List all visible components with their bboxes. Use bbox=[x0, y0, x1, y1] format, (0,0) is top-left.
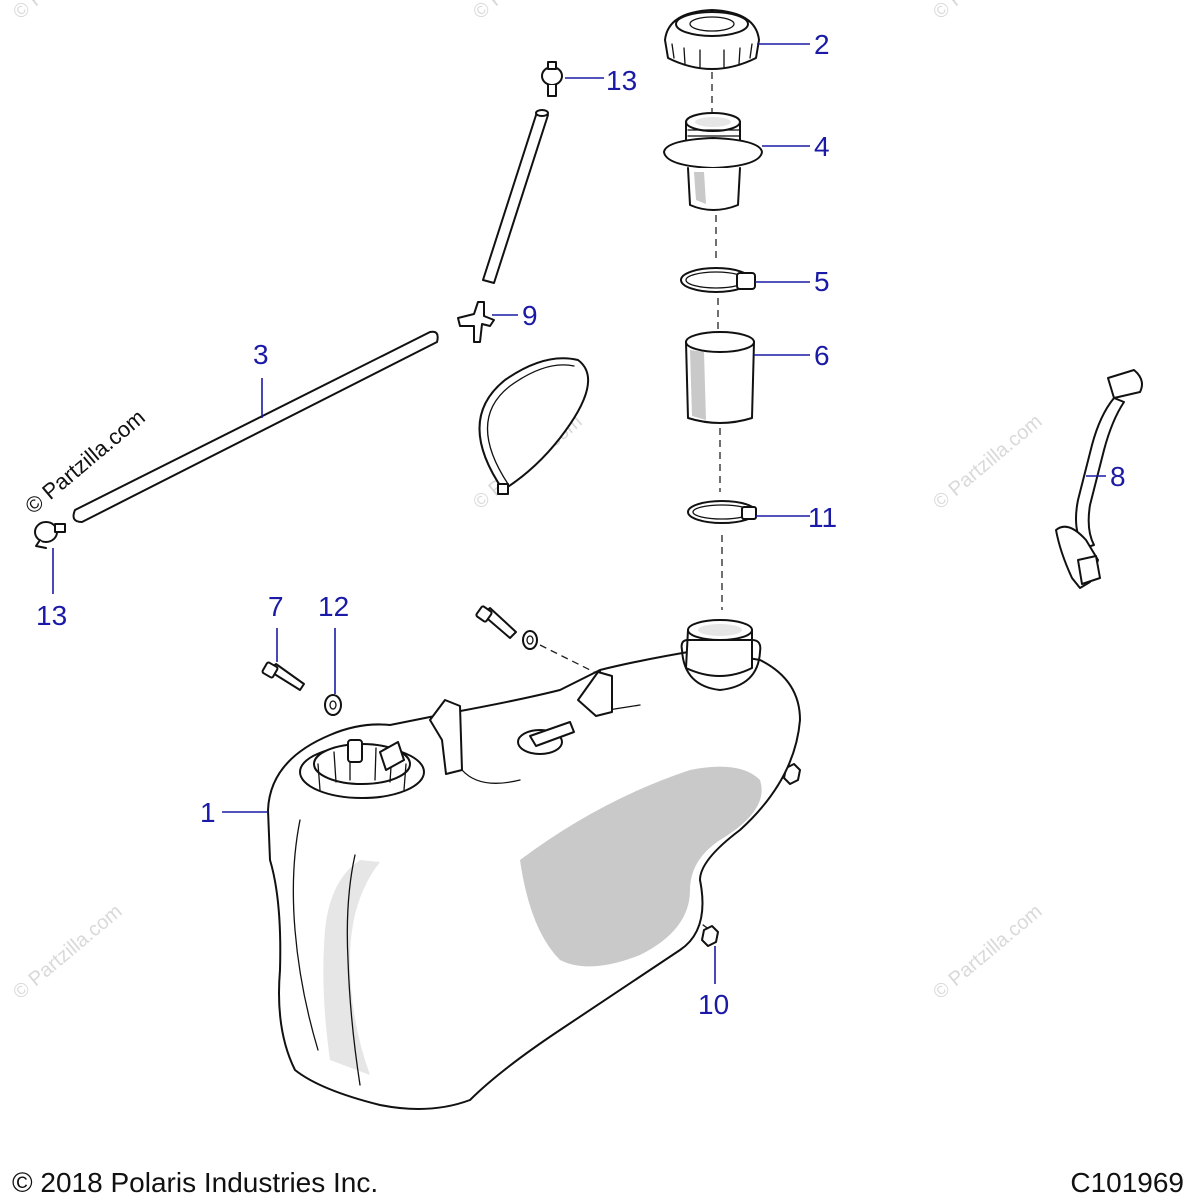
watermark-main: © Partzilla.com bbox=[20, 404, 150, 518]
leader-lines bbox=[52, 43, 1106, 984]
fuel-tank[interactable] bbox=[267, 619, 801, 1110]
callout-5: 5 bbox=[814, 266, 830, 297]
nut-front[interactable] bbox=[701, 925, 719, 947]
vent-hose-assembly[interactable] bbox=[1055, 369, 1143, 589]
watermark-faint: © Partzilla.com bbox=[929, 0, 1046, 24]
vent-tube-upper[interactable] bbox=[482, 109, 549, 284]
diagram-code: C101969 bbox=[1070, 1167, 1184, 1198]
callout-7: 7 bbox=[268, 591, 284, 622]
watermark-faint: © Partzilla.com bbox=[469, 0, 586, 24]
washer-rear[interactable] bbox=[522, 630, 538, 650]
vent-tube-long[interactable] bbox=[72, 330, 439, 523]
callout-13-top: 13 bbox=[606, 65, 637, 96]
callout-6: 6 bbox=[814, 340, 830, 371]
callout-2: 2 bbox=[814, 29, 830, 60]
rear-bolt[interactable] bbox=[475, 605, 517, 639]
callout-8: 8 bbox=[1110, 461, 1126, 492]
callout-12: 12 bbox=[318, 591, 349, 622]
callout-labels: 2 4 5 6 11 13 9 3 13 7 12 1 8 10 bbox=[36, 29, 1126, 1020]
callout-10: 10 bbox=[698, 989, 729, 1020]
callout-11: 11 bbox=[808, 502, 837, 533]
watermark-faint: © Partzilla.com bbox=[929, 900, 1046, 1003]
fuel-cap[interactable] bbox=[664, 9, 760, 70]
callout-3: 3 bbox=[253, 339, 269, 370]
vent-valve-left[interactable] bbox=[34, 521, 66, 549]
tee-fitting[interactable] bbox=[457, 301, 495, 343]
callout-13-left: 13 bbox=[36, 600, 67, 631]
watermark-faint: © Partzilla.com bbox=[9, 0, 126, 24]
filler-neck[interactable] bbox=[663, 112, 763, 211]
copyright-text: © 2018 Polaris Industries Inc. bbox=[12, 1167, 378, 1198]
watermark-faint: © Partzilla.com bbox=[929, 410, 1046, 513]
hose-clamp-upper[interactable] bbox=[680, 267, 756, 293]
mounting-bolt[interactable] bbox=[261, 661, 305, 691]
tank-strap[interactable] bbox=[478, 357, 590, 495]
callout-9: 9 bbox=[522, 300, 538, 331]
filler-hose[interactable] bbox=[685, 331, 755, 424]
callout-1: 1 bbox=[200, 797, 216, 828]
nut-rear[interactable] bbox=[783, 763, 801, 785]
callout-4: 4 bbox=[814, 131, 830, 162]
watermark-faint: © Partzilla.com bbox=[9, 900, 126, 1003]
washer-left[interactable] bbox=[324, 694, 342, 716]
vent-valve-top[interactable] bbox=[541, 61, 563, 97]
hose-clamp-lower[interactable] bbox=[687, 500, 757, 524]
